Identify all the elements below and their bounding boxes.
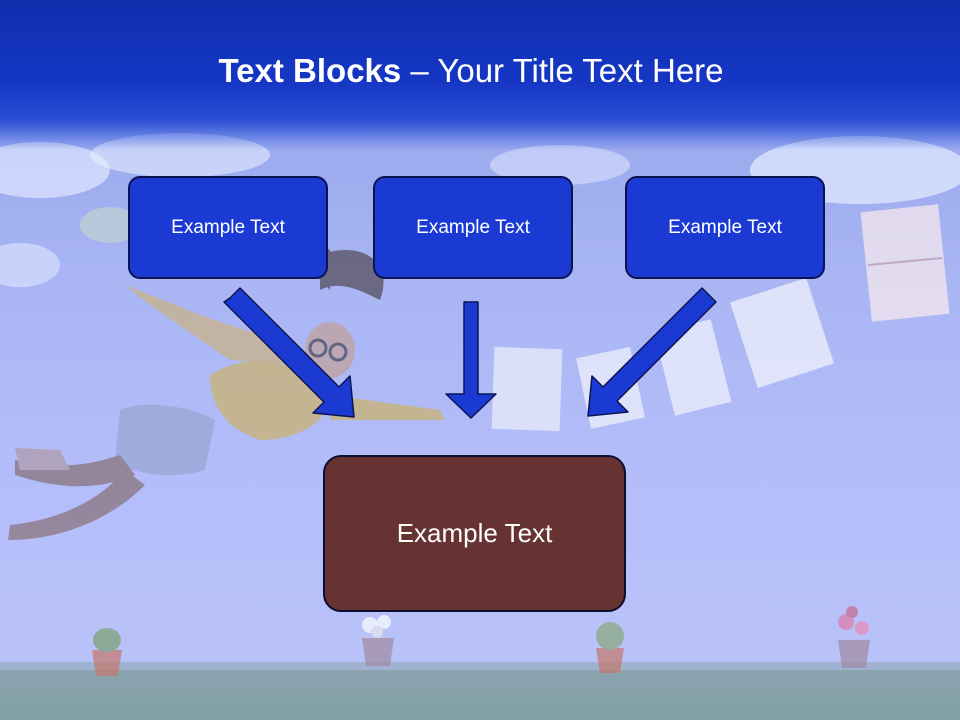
cloud [0,142,110,198]
arrow-right-diagonal[interactable] [587,287,717,417]
title-bold-text: Text Blocks [218,52,402,89]
cloud [490,145,630,185]
cloud [0,243,60,287]
text-block-1[interactable]: Example Text [128,176,328,279]
title-bar [0,0,960,150]
main-text-block[interactable]: Example Text [323,455,626,612]
text-block-2[interactable]: Example Text [373,176,573,279]
text-block-3[interactable]: Example Text [625,176,825,279]
title-regular-text: – Your Title Text Here [401,52,724,89]
main-text-block-label: Example Text [396,518,553,548]
text-block-label: Example Text [668,216,782,238]
slide-title[interactable]: Text Blocks – Your Title Text Here [0,52,942,90]
arrow-left-diagonal[interactable] [223,287,355,418]
text-block-label: Example Text [171,216,285,238]
arrow-center-down[interactable] [445,301,497,419]
cloud [80,207,140,243]
text-block-label: Example Text [416,216,530,238]
flower-pots-illustration [92,606,870,676]
grass [0,662,960,720]
